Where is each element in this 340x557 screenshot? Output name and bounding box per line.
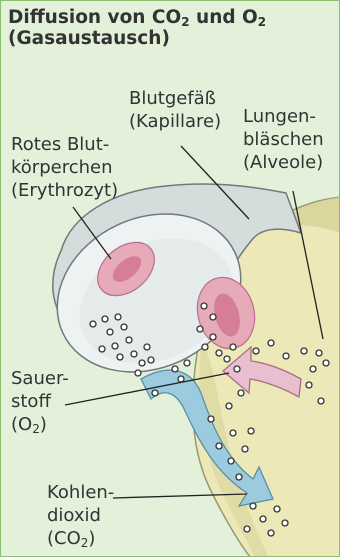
label-sauer-line2: stoff	[11, 391, 51, 412]
label-kohlen-line3-suffix: )	[88, 528, 95, 549]
label-rotes-line3: (Erythrozyt)	[11, 180, 118, 201]
label-kohlendioxid: Kohlen- dioxid (CO2)	[47, 481, 114, 550]
label-sauer-subscript: 2	[32, 422, 40, 436]
label-blutgefaess: Blutgefäß (Kapillare)	[129, 87, 221, 133]
label-rotes-line2: körperchen	[11, 157, 113, 178]
label-blutgefaess-line1: Blutgefäß	[129, 88, 216, 109]
label-lungen-line3: (Alveole)	[243, 152, 323, 173]
label-lungenblaeschen: Lungen- bläschen (Alveole)	[243, 105, 324, 174]
label-kohlen-line1: Kohlen-	[47, 482, 114, 503]
label-blutgefaess-line2: (Kapillare)	[129, 111, 221, 132]
label-rotes-line1: Rotes Blut-	[11, 134, 109, 155]
label-lungen-line2: bläschen	[243, 129, 324, 150]
label-rotes-blutkoerperchen: Rotes Blut- körperchen (Erythrozyt)	[11, 133, 118, 202]
label-sauerstoff: Sauer- stoff (O2)	[11, 367, 69, 436]
label-sauer-line1: Sauer-	[11, 368, 69, 389]
label-sauer-line3-suffix: )	[40, 414, 47, 435]
oxygen-molecule-marker	[152, 390, 158, 396]
label-kohlen-line2: dioxid	[47, 505, 101, 526]
label-kohlen-line3-prefix: (CO	[47, 528, 81, 549]
label-lungen-line1: Lungen-	[243, 106, 316, 127]
label-sauer-line3-prefix: (O	[11, 414, 32, 435]
